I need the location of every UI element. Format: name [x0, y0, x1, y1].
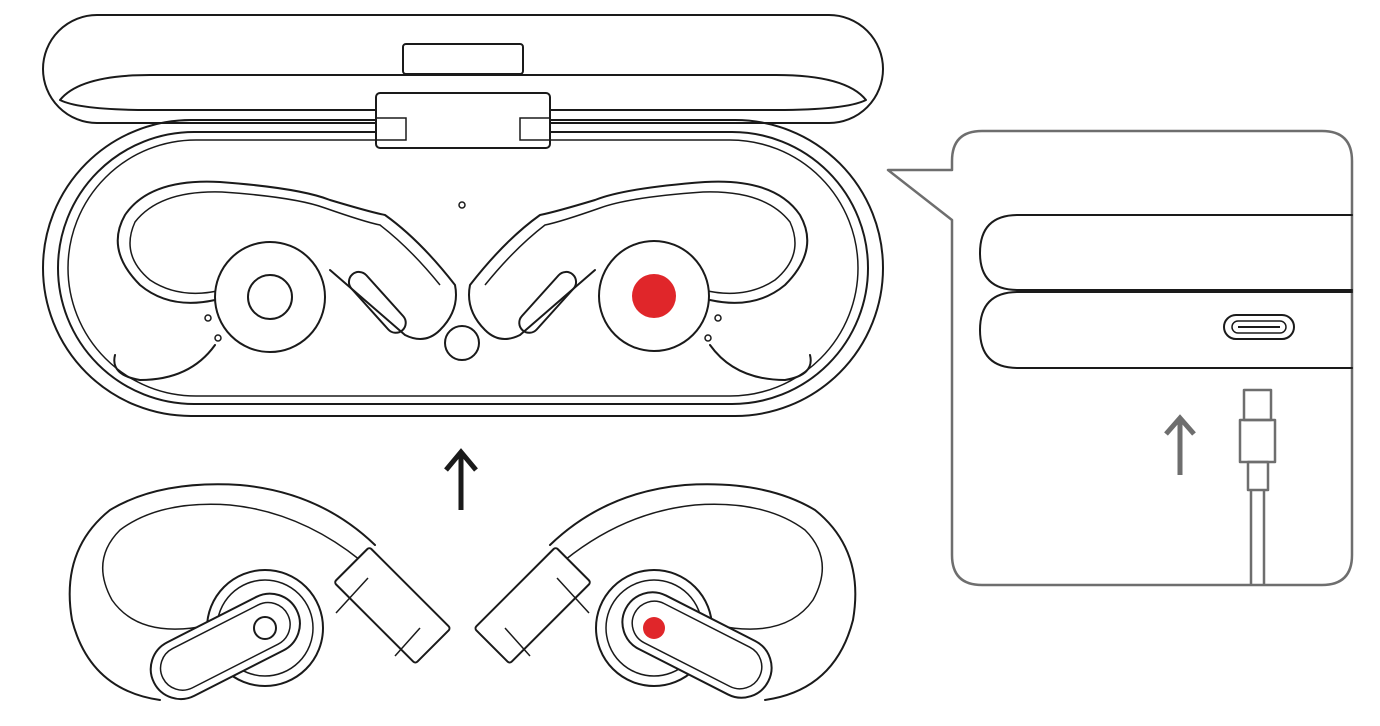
right-earbud: [474, 483, 857, 701]
charging-callout: [886, 129, 1354, 587]
case-base: [42, 92, 884, 417]
case-button[interactable]: [444, 325, 480, 361]
left-earbud: [68, 483, 451, 701]
usb-c-port-icon: [1223, 314, 1295, 340]
right-indicator-dot: [643, 617, 665, 639]
right-indicator-dot: [632, 274, 676, 318]
left-earbud-in-case: [113, 180, 457, 381]
microphone-hole: [458, 201, 466, 209]
arrow-up-icon: [1164, 414, 1196, 475]
right-earbud-in-case: [468, 180, 812, 381]
usb-c-cable-icon: [1238, 388, 1277, 585]
arrow-up-icon: [444, 448, 478, 510]
